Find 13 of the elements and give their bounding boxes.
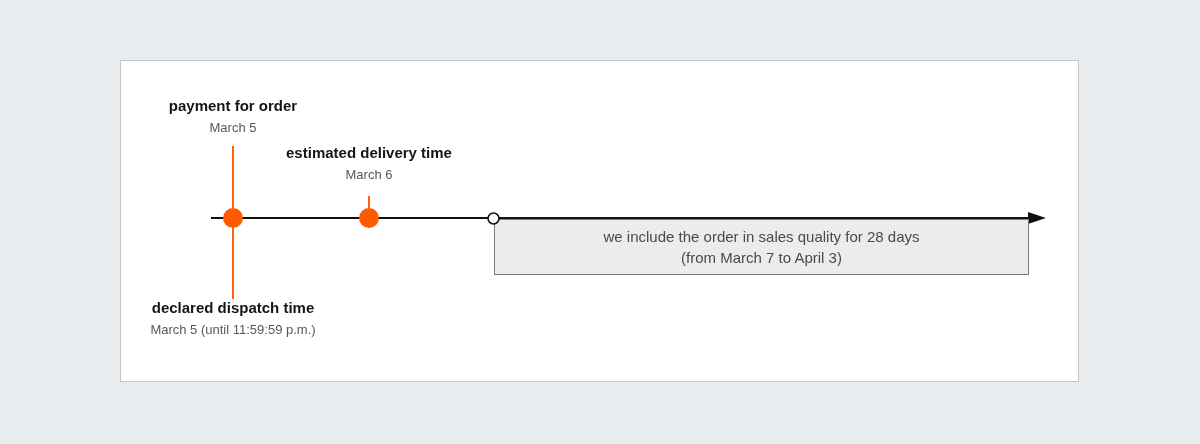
event-date: March 5 (until 11:59:59 p.m.) [150,322,316,338]
leader-line [232,145,234,209]
event-title: payment for order [168,97,298,115]
leader-line [232,227,234,300]
event-date: March 5 [209,120,257,136]
event-title: declared dispatch time [151,299,315,317]
event-dot-icon [223,208,243,228]
event-title: estimated delivery time [286,144,452,162]
period-text: we include the order in sales quality for 28 days (from March 7 to April 3) [602,227,921,268]
event-dot-icon [359,208,379,228]
event-date: March 6 [345,167,393,183]
leader-line [368,195,370,209]
period-box [494,219,1029,275]
